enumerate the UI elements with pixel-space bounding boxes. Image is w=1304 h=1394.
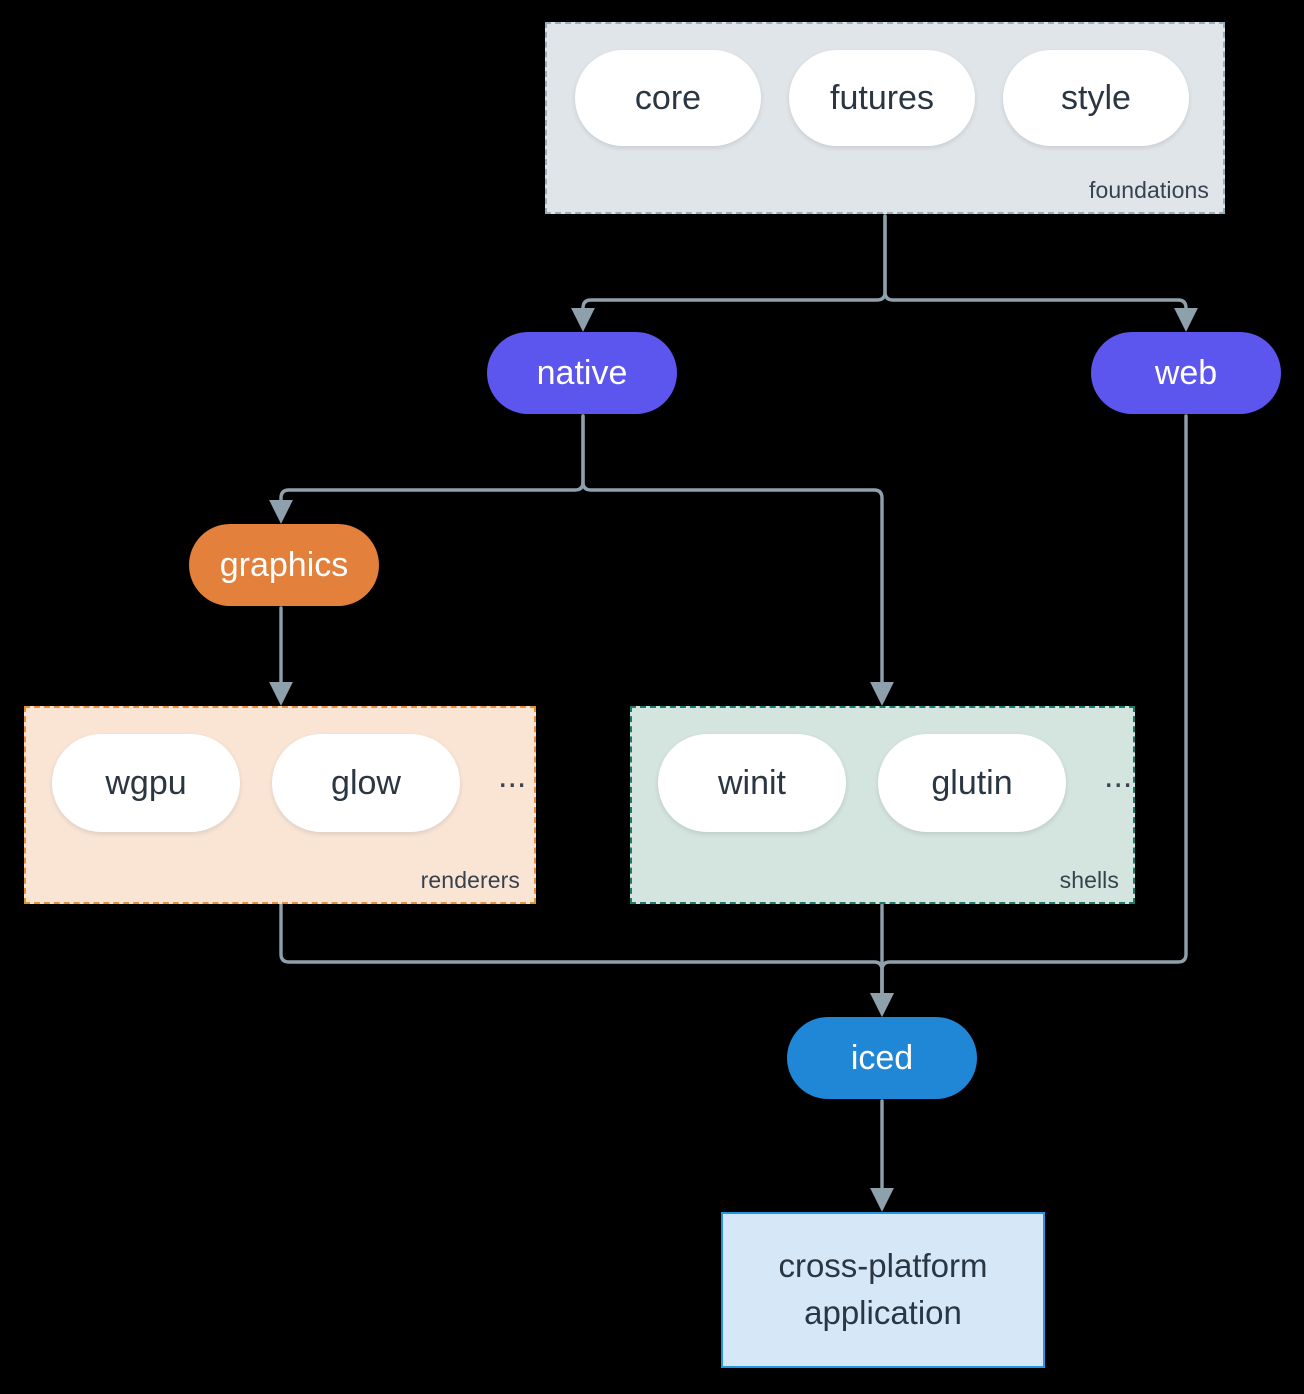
node-cross-platform-application[interactable]: cross-platform application <box>721 1212 1045 1368</box>
node-style[interactable]: style <box>1003 50 1189 146</box>
node-glutin[interactable]: glutin <box>878 734 1066 832</box>
edge-native-graphics <box>269 414 585 524</box>
cluster-shells: winit glutin ... shells <box>630 706 1135 904</box>
node-futures[interactable]: futures <box>789 50 975 146</box>
application-line-1: cross-platform <box>778 1247 988 1285</box>
node-graphics[interactable]: graphics <box>189 524 379 606</box>
node-winit[interactable]: winit <box>658 734 846 832</box>
node-native[interactable]: native <box>487 332 677 414</box>
edge-foundations-web <box>883 214 1198 332</box>
edge-renderers-iced <box>279 903 894 1017</box>
cluster-label-renderers: renderers <box>420 867 520 893</box>
node-wgpu[interactable]: wgpu <box>52 734 240 832</box>
node-iced[interactable]: iced <box>787 1017 977 1099</box>
cluster-foundations: core futures style foundations <box>545 22 1225 214</box>
edge-native-shells <box>581 414 894 706</box>
cluster-label-shells: shells <box>1059 867 1119 893</box>
application-line-2: application <box>804 1294 962 1331</box>
node-web[interactable]: web <box>1091 332 1281 414</box>
shells-items: winit glutin ... <box>658 734 1132 832</box>
node-glow[interactable]: glow <box>272 734 460 832</box>
node-core[interactable]: core <box>575 50 761 146</box>
cluster-label-foundations: foundations <box>1088 177 1209 203</box>
cluster-renderers: wgpu glow ... renderers <box>24 706 536 904</box>
foundations-items: core futures style <box>575 50 1189 146</box>
shells-ellipsis: ... <box>1104 757 1133 795</box>
edge-foundations-native <box>571 214 887 332</box>
renderers-items: wgpu glow ... <box>52 734 526 832</box>
renderers-ellipsis: ... <box>498 757 527 795</box>
